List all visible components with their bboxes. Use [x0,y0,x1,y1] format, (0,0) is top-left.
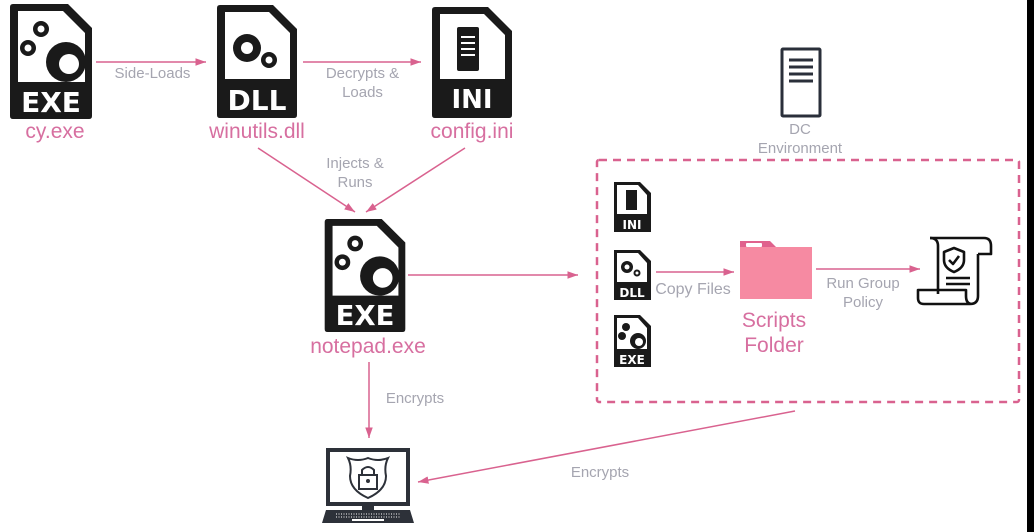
screen-edge [1027,0,1034,532]
gp-line2: Policy [842,294,883,311]
dc-environment-boundary [595,158,1021,404]
dc-server-icon[interactable] [780,47,822,124]
arrow-ini-to-notepad [365,147,466,213]
svg-text:EXE: EXE [21,86,81,119]
dc-environment-label: DC Environment [740,120,860,158]
small-dll-icon[interactable]: DLL [612,248,652,307]
notepad-exe-icon[interactable]: EXE [322,217,408,338]
svg-text:EXE: EXE [336,300,395,332]
injects-line1: Injects & [326,155,384,172]
policy-scroll-icon[interactable] [916,234,994,311]
arrow-encrypts-remote [417,410,796,484]
cy-exe-icon[interactable]: EXE [8,2,94,125]
winutils-dll-icon[interactable]: DLL [215,3,299,124]
scripts-folder-icon[interactable] [738,237,812,306]
decrypts-loads-label: Decrypts & Loads [305,64,420,102]
copy-files-label: Copy Files [655,281,731,298]
injects-runs-label: Injects & Runs [320,154,390,192]
sideloads-label: Side-Loads [114,65,191,82]
scripts-folder-label: Scripts Folder [722,308,826,358]
winutils-dll-label: winutils.dll [209,120,305,143]
arrow-dll-to-notepad [257,147,356,213]
config-ini-label: config.ini [430,120,514,143]
svg-text:DLL: DLL [619,286,645,300]
decrypts-line1: Decrypts & [325,65,400,82]
config-ini-icon[interactable]: INI [430,5,514,124]
dc-line1: DC [789,121,811,138]
scripts-line2: Folder [744,334,804,357]
svg-text:DLL: DLL [228,84,287,117]
encrypts-local-label: Encrypts [385,390,445,407]
decrypts-line2: Loads [342,84,383,101]
dc-line2: Environment [757,140,843,157]
cy-exe-label: cy.exe [25,120,85,143]
svg-text:INI: INI [451,85,492,115]
encrypts-remote-label: Encrypts [570,464,630,481]
victim-laptop-icon[interactable] [322,446,414,529]
injects-line2: Runs [337,174,373,191]
gp-line1: Run Group [826,275,900,292]
run-group-policy-label: Run Group Policy [815,274,911,312]
small-exe-icon[interactable]: EXE [612,313,652,374]
svg-text:EXE: EXE [619,353,645,367]
scripts-line1: Scripts [741,309,807,332]
small-ini-icon[interactable]: INI [612,180,652,239]
notepad-exe-label: notepad.exe [310,335,426,358]
svg-text:INI: INI [623,218,642,232]
